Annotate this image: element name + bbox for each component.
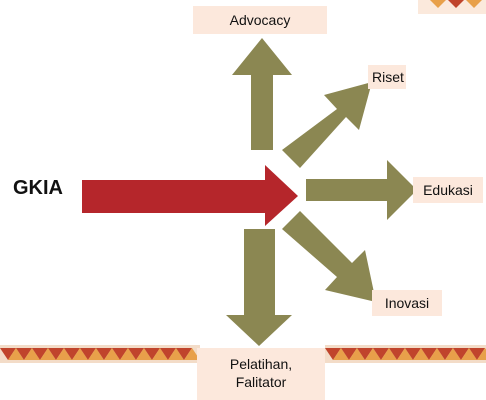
arrow-to-advocacy — [232, 38, 292, 150]
label-pelatihan-line2: Falitator — [235, 374, 287, 390]
zigzag-triangle — [325, 348, 341, 360]
zigzag-triangle — [104, 348, 120, 360]
arrow-to-edukasi — [306, 160, 417, 220]
zigzag-triangle — [0, 348, 16, 360]
zigzag-triangle — [333, 348, 349, 360]
label-inovasi: Inovasi — [372, 290, 442, 316]
zigzag-triangle — [397, 348, 413, 360]
zigzag-triangle — [24, 348, 40, 360]
label-pelatihan-line1: Pelatihan, — [229, 356, 293, 372]
source-label-gkia: GKIA — [13, 177, 63, 199]
label-edukasi: Edukasi — [413, 177, 483, 203]
zigzag-triangle — [168, 348, 184, 360]
corner-ornament — [418, 0, 486, 14]
zigzag-triangle — [365, 348, 381, 360]
zigzag-triangle — [136, 348, 152, 360]
main-arrow-gkia — [82, 165, 298, 226]
zigzag-triangle — [8, 348, 24, 360]
zigzag-triangle — [56, 348, 72, 360]
zigzag-triangle — [112, 348, 128, 360]
label-riset: Riset — [368, 65, 406, 89]
zigzag-triangle — [120, 348, 136, 360]
zigzag-triangle — [349, 348, 365, 360]
zigzag-triangle — [40, 348, 56, 360]
zigzag-triangle — [477, 348, 486, 360]
label-advocacy: Advocacy — [193, 6, 327, 34]
label-pelatihan-falitator: Pelatihan, Falitator — [197, 348, 325, 400]
zigzag-triangle — [453, 348, 469, 360]
zigzag-triangle — [176, 348, 192, 360]
arrow-to-pelatihan — [226, 229, 292, 346]
zigzag-triangle — [373, 348, 389, 360]
zigzag-triangle — [381, 348, 397, 360]
zigzag-triangle — [357, 348, 373, 360]
zigzag-triangle — [96, 348, 112, 360]
zigzag-triangle — [160, 348, 176, 360]
zigzag-triangle — [152, 348, 168, 360]
tribal-border-band — [0, 345, 486, 363]
zigzag-triangle — [48, 348, 64, 360]
zigzag-triangle — [64, 348, 80, 360]
zigzag-triangle — [341, 348, 357, 360]
zigzag-triangle — [445, 348, 461, 360]
zigzag-triangle — [80, 348, 96, 360]
zigzag-triangle — [437, 348, 453, 360]
arrow-to-riset — [282, 82, 372, 168]
zigzag-triangle — [413, 348, 429, 360]
zigzag-triangle — [144, 348, 160, 360]
zigzag-triangle — [16, 348, 32, 360]
zigzag-triangle — [389, 348, 405, 360]
zigzag-triangle — [405, 348, 421, 360]
zigzag-triangle — [461, 348, 477, 360]
zigzag-triangle — [72, 348, 88, 360]
zigzag-triangle — [429, 348, 445, 360]
arrow-to-inovasi — [282, 211, 376, 302]
zigzag-triangle — [32, 348, 48, 360]
zigzag-triangle — [184, 348, 200, 360]
zigzag-triangle — [88, 348, 104, 360]
zigzag-triangle — [421, 348, 437, 360]
zigzag-triangle — [469, 348, 485, 360]
zigzag-triangle — [128, 348, 144, 360]
